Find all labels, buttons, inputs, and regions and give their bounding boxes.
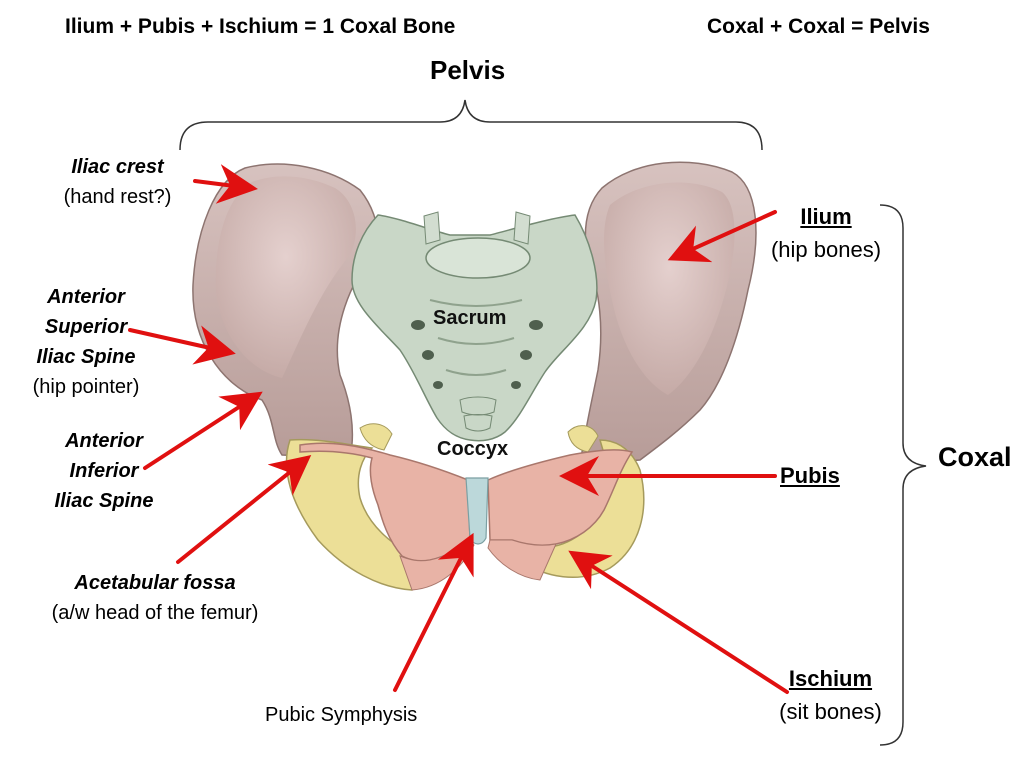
label-sacrum: Sacrum — [433, 307, 507, 329]
label-aiis: Anterior Inferior Iliac Spine — [30, 426, 178, 516]
page-title: Pelvis — [430, 55, 506, 85]
aiis-line2: Inferior — [69, 460, 139, 482]
asis-line2: Superior — [44, 316, 128, 338]
asis-note: (hip pointer) — [32, 376, 140, 398]
equation-right: Coxal + Coxal = Pelvis — [707, 15, 930, 38]
arrow-acetabular-fossa — [176, 454, 312, 564]
ilium-note: (hip bones) — [770, 237, 882, 262]
coccyx — [459, 396, 497, 432]
arrow-ilium — [667, 210, 777, 263]
equation-left: Ilium + Pubis + Ischium = 1 Coxal Bone — [65, 15, 456, 38]
arrow-aiis — [143, 391, 263, 470]
label-iliac-crest: Iliac crest (hand rest?) — [40, 152, 195, 212]
aiis-line3: Iliac Spine — [54, 490, 154, 512]
iliac-crest-name: Iliac crest — [71, 156, 164, 178]
acetabular-fossa-note: (a/w head of the femur) — [51, 602, 259, 624]
pelvis-brace — [179, 99, 763, 151]
arrow-pubic-symphysis — [393, 532, 474, 692]
label-acetabular-fossa: Acetabular fossa (a/w head of the femur) — [24, 568, 286, 628]
ischium-name: Ischium — [788, 666, 873, 691]
asis-line3: Iliac Spine — [36, 346, 136, 368]
arrow-ischium — [568, 550, 789, 694]
coxal-brace — [879, 204, 927, 746]
label-pubic-symphysis: Pubic Symphysis — [265, 704, 418, 726]
ilium-name: Ilium — [800, 204, 852, 229]
ischium-note: (sit bones) — [779, 699, 882, 724]
label-ischium: Ischium (sit bones) — [758, 662, 903, 728]
arrow-asis — [128, 325, 236, 365]
asis-line1: Anterior — [47, 286, 125, 308]
label-coccyx: Coccyx — [437, 438, 509, 460]
label-coxal: Coxal — [938, 442, 1012, 472]
label-pubis: Pubis — [780, 463, 840, 488]
sacrum — [351, 214, 598, 442]
acetabular-fossa-name: Acetabular fossa — [74, 572, 236, 594]
label-ilium: Ilium (hip bones) — [755, 200, 897, 266]
aiis-line1: Anterior — [65, 430, 143, 452]
iliac-crest-note: (hand rest?) — [63, 186, 172, 208]
label-asis: Anterior Superior Iliac Spine (hip point… — [6, 282, 166, 402]
pubic-symphysis — [465, 477, 489, 545]
arrow-iliac-crest — [193, 164, 258, 204]
